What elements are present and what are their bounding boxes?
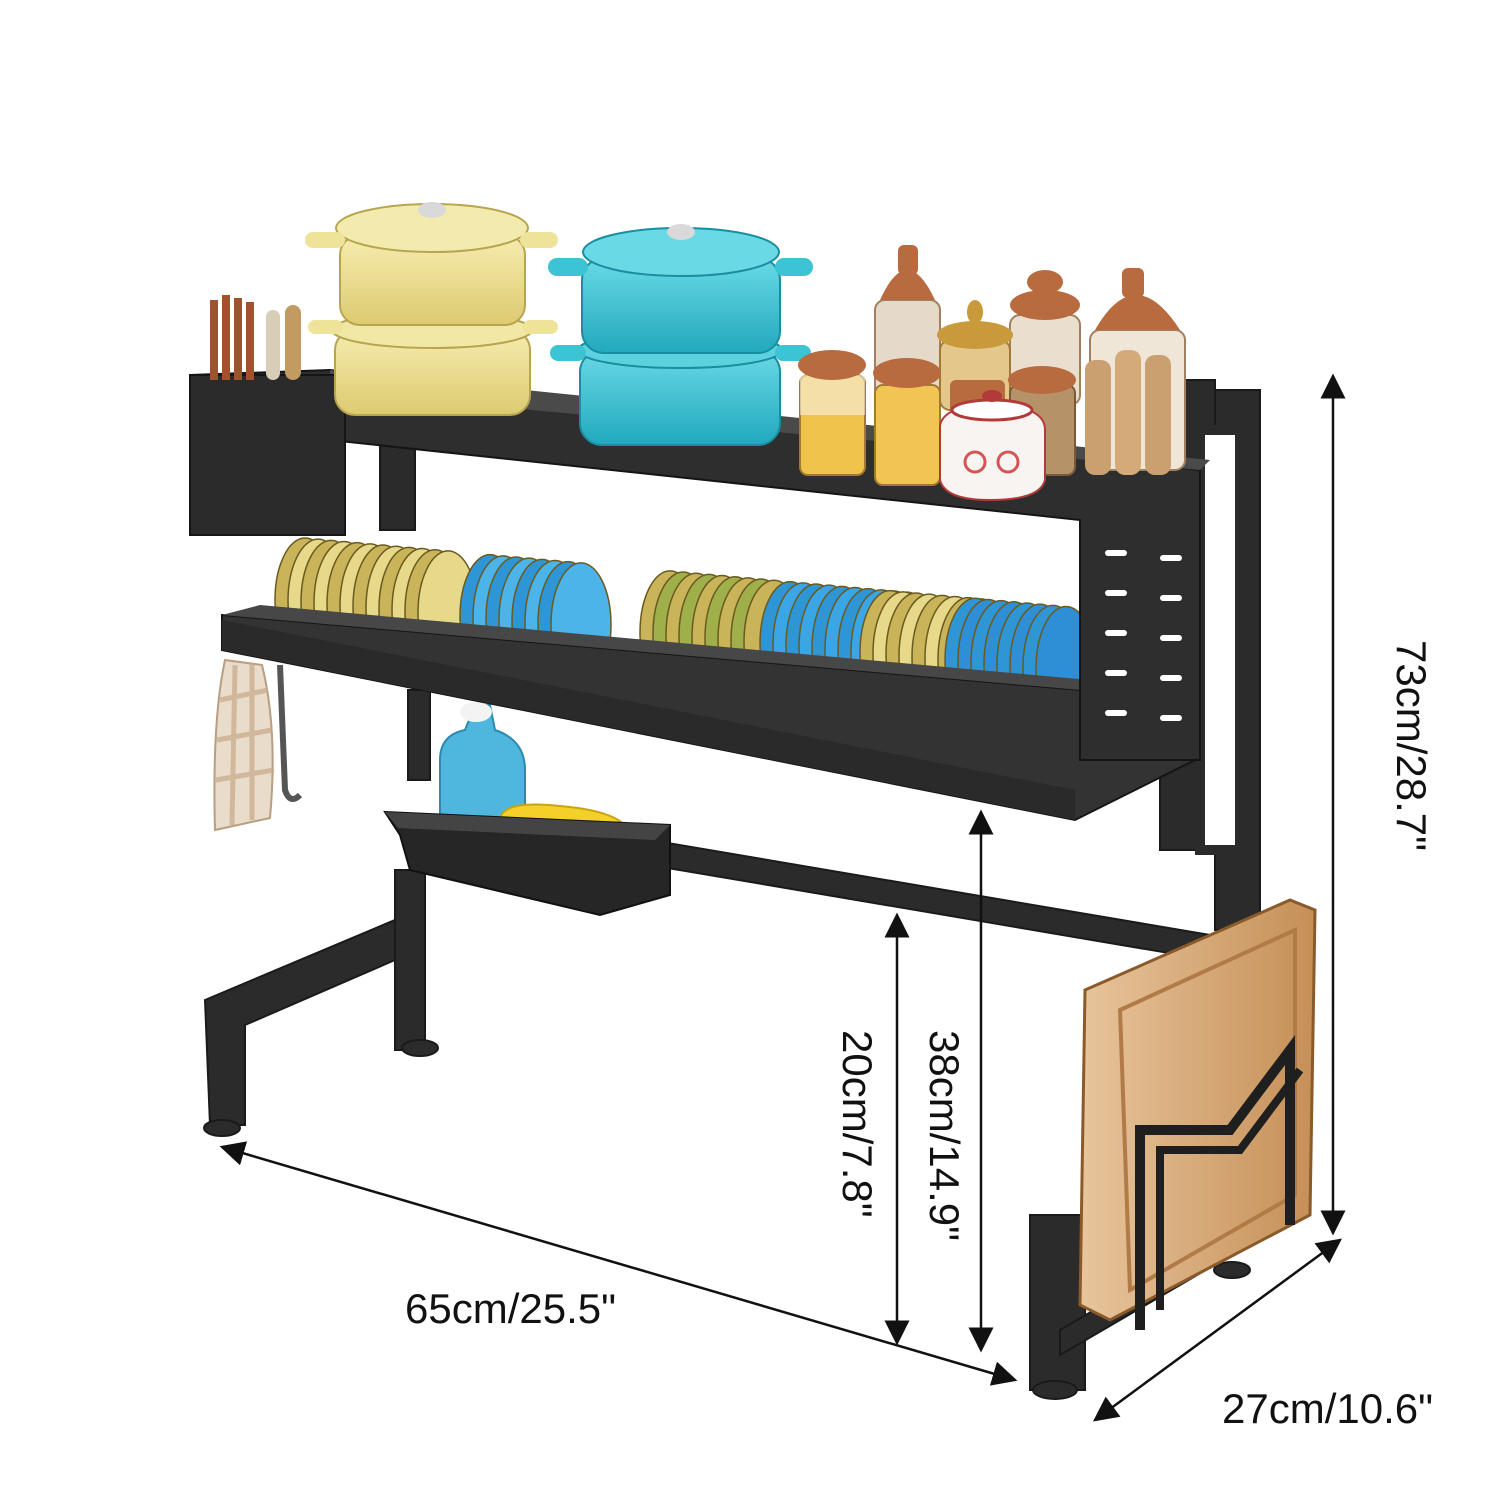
detergent-bottle (439, 702, 526, 831)
width-dimension-line (219, 1141, 1018, 1386)
cutting-board (1078, 898, 1317, 1330)
utensil-hook (277, 664, 303, 802)
total-height-label: 73cm/28.7" (1388, 640, 1435, 852)
teal-pot-stack (548, 224, 813, 446)
sink-basket (383, 810, 671, 917)
towel (213, 658, 275, 832)
spice-jars (798, 245, 1186, 502)
clearance-height-label: 20cm/7.8" (834, 1030, 881, 1218)
dimension-lines (219, 373, 1346, 1422)
shelf-height-label: 38cm/14.9" (921, 1030, 968, 1242)
width-label: 65cm/25.5" (405, 1285, 617, 1332)
depth-dimension-line (1092, 1238, 1343, 1422)
lower-shelf (221, 605, 1200, 822)
utensil-holder (189, 295, 346, 536)
depth-label: 27cm/10.6" (1222, 1385, 1434, 1432)
yellow-pot-stack (305, 202, 558, 416)
